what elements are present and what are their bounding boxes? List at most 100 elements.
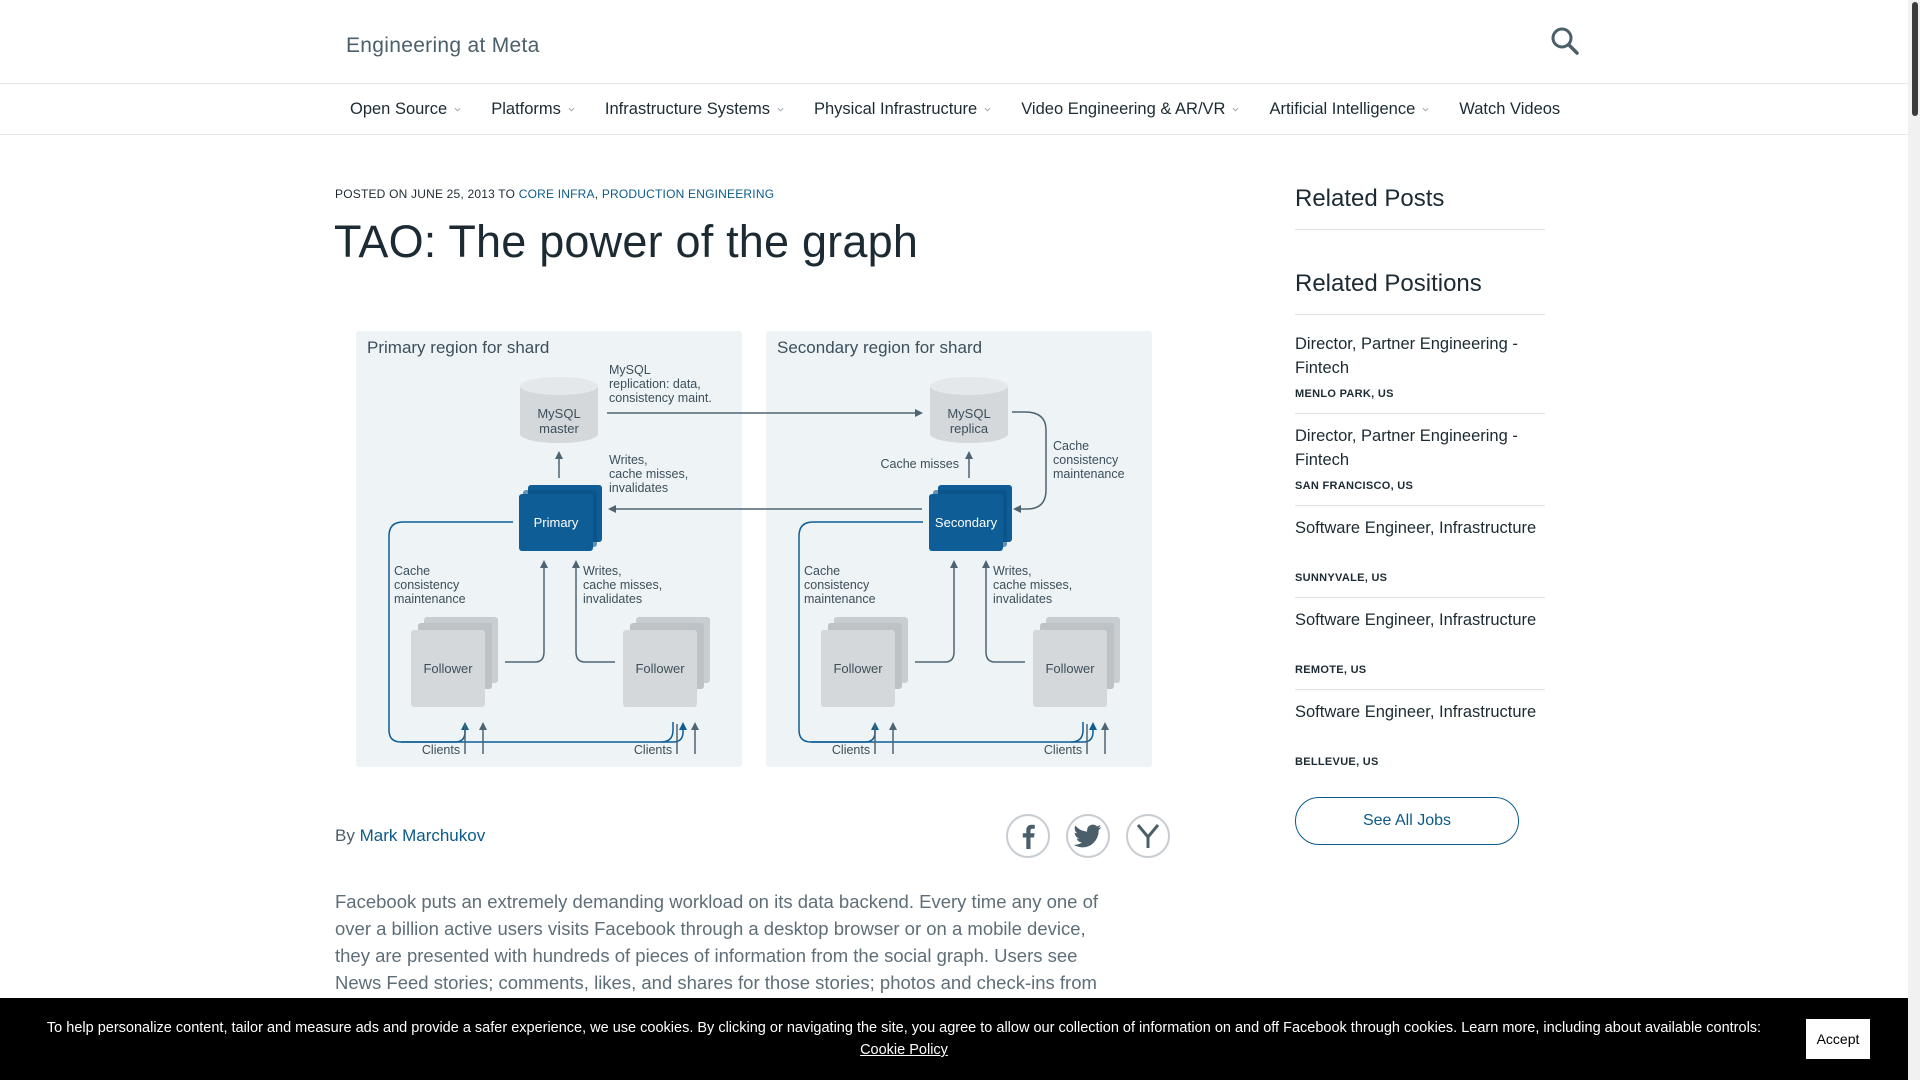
follower-label: Follower [635,661,685,676]
job-title-link[interactable]: Software Engineer, Infrastructure [1295,703,1537,721]
mysql-replica-label-2: replica [950,421,989,436]
follower-node: Follower [1033,617,1120,707]
twitter-icon [1074,824,1102,848]
share-hacker-news-button[interactable] [1126,814,1170,858]
follower-node: Follower [623,617,710,707]
posted-date: POSTED ON JUNE 25, 2013 TO [335,187,516,201]
nav-item-label: Video Engineering & AR/VR [1021,99,1226,118]
writes-label-primary-2: cache misses, [609,467,688,481]
writes-label-s-3: invalidates [993,592,1052,606]
ccm-secondary-2: consistency [804,578,870,592]
nav-item-open-source[interactable]: Open Source [350,100,461,119]
cookie-banner: To help personalize content, tailor and … [0,998,1908,1080]
facebook-icon [1022,824,1035,849]
nav-item-artificial-intelligence[interactable]: Artificial Intelligence [1269,100,1429,119]
writes-label-s-1: Writes, [993,564,1032,578]
nav-list: Open Source Platforms Infrastructure Sys… [335,84,1575,134]
ccm-replica-3: maintenance [1053,467,1125,481]
nav-item-label: Platforms [491,99,561,118]
writes-label-f-2: cache misses, [583,578,662,592]
post-meta: POSTED ON JUNE 25, 2013 TO CORE INFRA, P… [335,187,774,201]
cookie-link-row: Cookie Policy [0,1042,1808,1058]
ccm-replica-1: Cache [1053,439,1089,453]
main-nav: Open Source Platforms Infrastructure Sys… [0,84,1908,135]
job-divider [1295,413,1545,414]
see-all-jobs-button[interactable]: See All Jobs [1295,797,1519,845]
hacker-news-icon [1136,824,1160,848]
site-header: Engineering at Meta [0,0,1908,84]
site-title[interactable]: Engineering at Meta [346,34,540,57]
ccm-primary-1: Cache [394,564,430,578]
writes-label-s-2: cache misses, [993,578,1072,592]
replication-label-3: consistency maint. [609,391,712,405]
chevron-down-icon [454,107,461,112]
nav-item-physical-infrastructure[interactable]: Physical Infrastructure [814,100,991,119]
nav-item-label: Physical Infrastructure [813,99,978,118]
mysql-master-label-1: MySQL [537,406,580,421]
job-location: MENLO PARK, US [1295,388,1394,400]
author-link[interactable]: Mark Marchukov [359,826,486,845]
page-scrollbar[interactable] [1908,0,1920,1080]
chevron-down-icon [1422,107,1429,112]
nav-item-label: Infrastructure Systems [604,99,770,118]
primary-node: Primary [519,485,602,551]
search-icon [1551,27,1579,55]
follower-label: Follower [833,661,883,676]
writes-label-primary-3: invalidates [609,481,668,495]
job-title-link[interactable]: Software Engineer, Infrastructure [1295,519,1537,537]
sidebar-divider [1295,314,1545,315]
nav-item-infrastructure-systems[interactable]: Infrastructure Systems [605,100,784,119]
job-divider [1295,689,1545,690]
article-title: TAO: The power of the graph [334,216,919,267]
cookie-policy-link[interactable]: Cookie Policy [860,1042,948,1058]
ccm-primary-2: consistency [394,578,460,592]
cache-misses-label: Cache misses [881,457,960,471]
category-link-core-infra[interactable]: CORE INFRA [518,187,595,201]
accept-cookies-button[interactable]: Accept [1806,1019,1870,1059]
clients-label: Clients [832,743,870,757]
job-title-link[interactable]: Director, Partner Engineering - Fintech [1295,427,1518,469]
ccm-secondary-3: maintenance [804,592,876,606]
primary-region-title: Primary region for shard [367,338,549,357]
job-divider [1295,505,1545,506]
search-button[interactable] [1548,24,1582,58]
sidebar-divider [1295,229,1545,230]
category-link-production-engineering[interactable]: PRODUCTION ENGINEERING [601,187,775,201]
category-separator: , [594,187,599,201]
job-location: SAN FRANCISCO, US [1295,480,1414,492]
nav-item-platforms[interactable]: Platforms [491,100,575,119]
follower-node: Follower [411,617,498,707]
nav-item-video-engineering[interactable]: Video Engineering & AR/VR [1021,100,1239,119]
nav-item-label: Open Source [350,99,448,118]
mysql-master-node: MySQL master [520,377,598,443]
writes-label-f-3: invalidates [583,592,642,606]
chevron-down-icon [777,107,784,112]
clients-label: Clients [1044,743,1082,757]
job-title-link[interactable]: Software Engineer, Infrastructure [1295,611,1537,629]
clients-label: Clients [422,743,460,757]
scrollbar-thumb[interactable] [1912,2,1918,116]
follower-label: Follower [423,661,473,676]
ccm-secondary-1: Cache [804,564,840,578]
nav-item-label: Watch Videos [1459,99,1561,118]
replication-label-2: replication: data, [609,377,701,391]
ccm-primary-3: maintenance [394,592,466,606]
chevron-down-icon [1232,107,1239,112]
job-location: BELLEVUE, US [1295,756,1379,768]
chevron-down-icon [568,107,575,112]
share-facebook-button[interactable] [1006,814,1050,858]
byline-prefix: By [335,826,355,845]
share-twitter-button[interactable] [1066,814,1110,858]
primary-label: Primary [534,515,579,530]
ccm-replica-2: consistency [1053,453,1119,467]
nav-item-label: Artificial Intelligence [1269,99,1416,118]
related-posts-heading: Related Posts [1295,185,1445,212]
nav-item-watch-videos[interactable]: Watch Videos [1459,100,1560,119]
byline: By Mark Marchukov [335,826,485,846]
replication-label-1: MySQL [609,363,651,377]
mysql-replica-node: MySQL replica [930,377,1008,443]
job-title-link[interactable]: Director, Partner Engineering - Fintech [1295,335,1518,377]
writes-label-f-1: Writes, [583,564,622,578]
secondary-region-title: Secondary region for shard [777,338,982,357]
follower-node: Follower [821,617,908,707]
